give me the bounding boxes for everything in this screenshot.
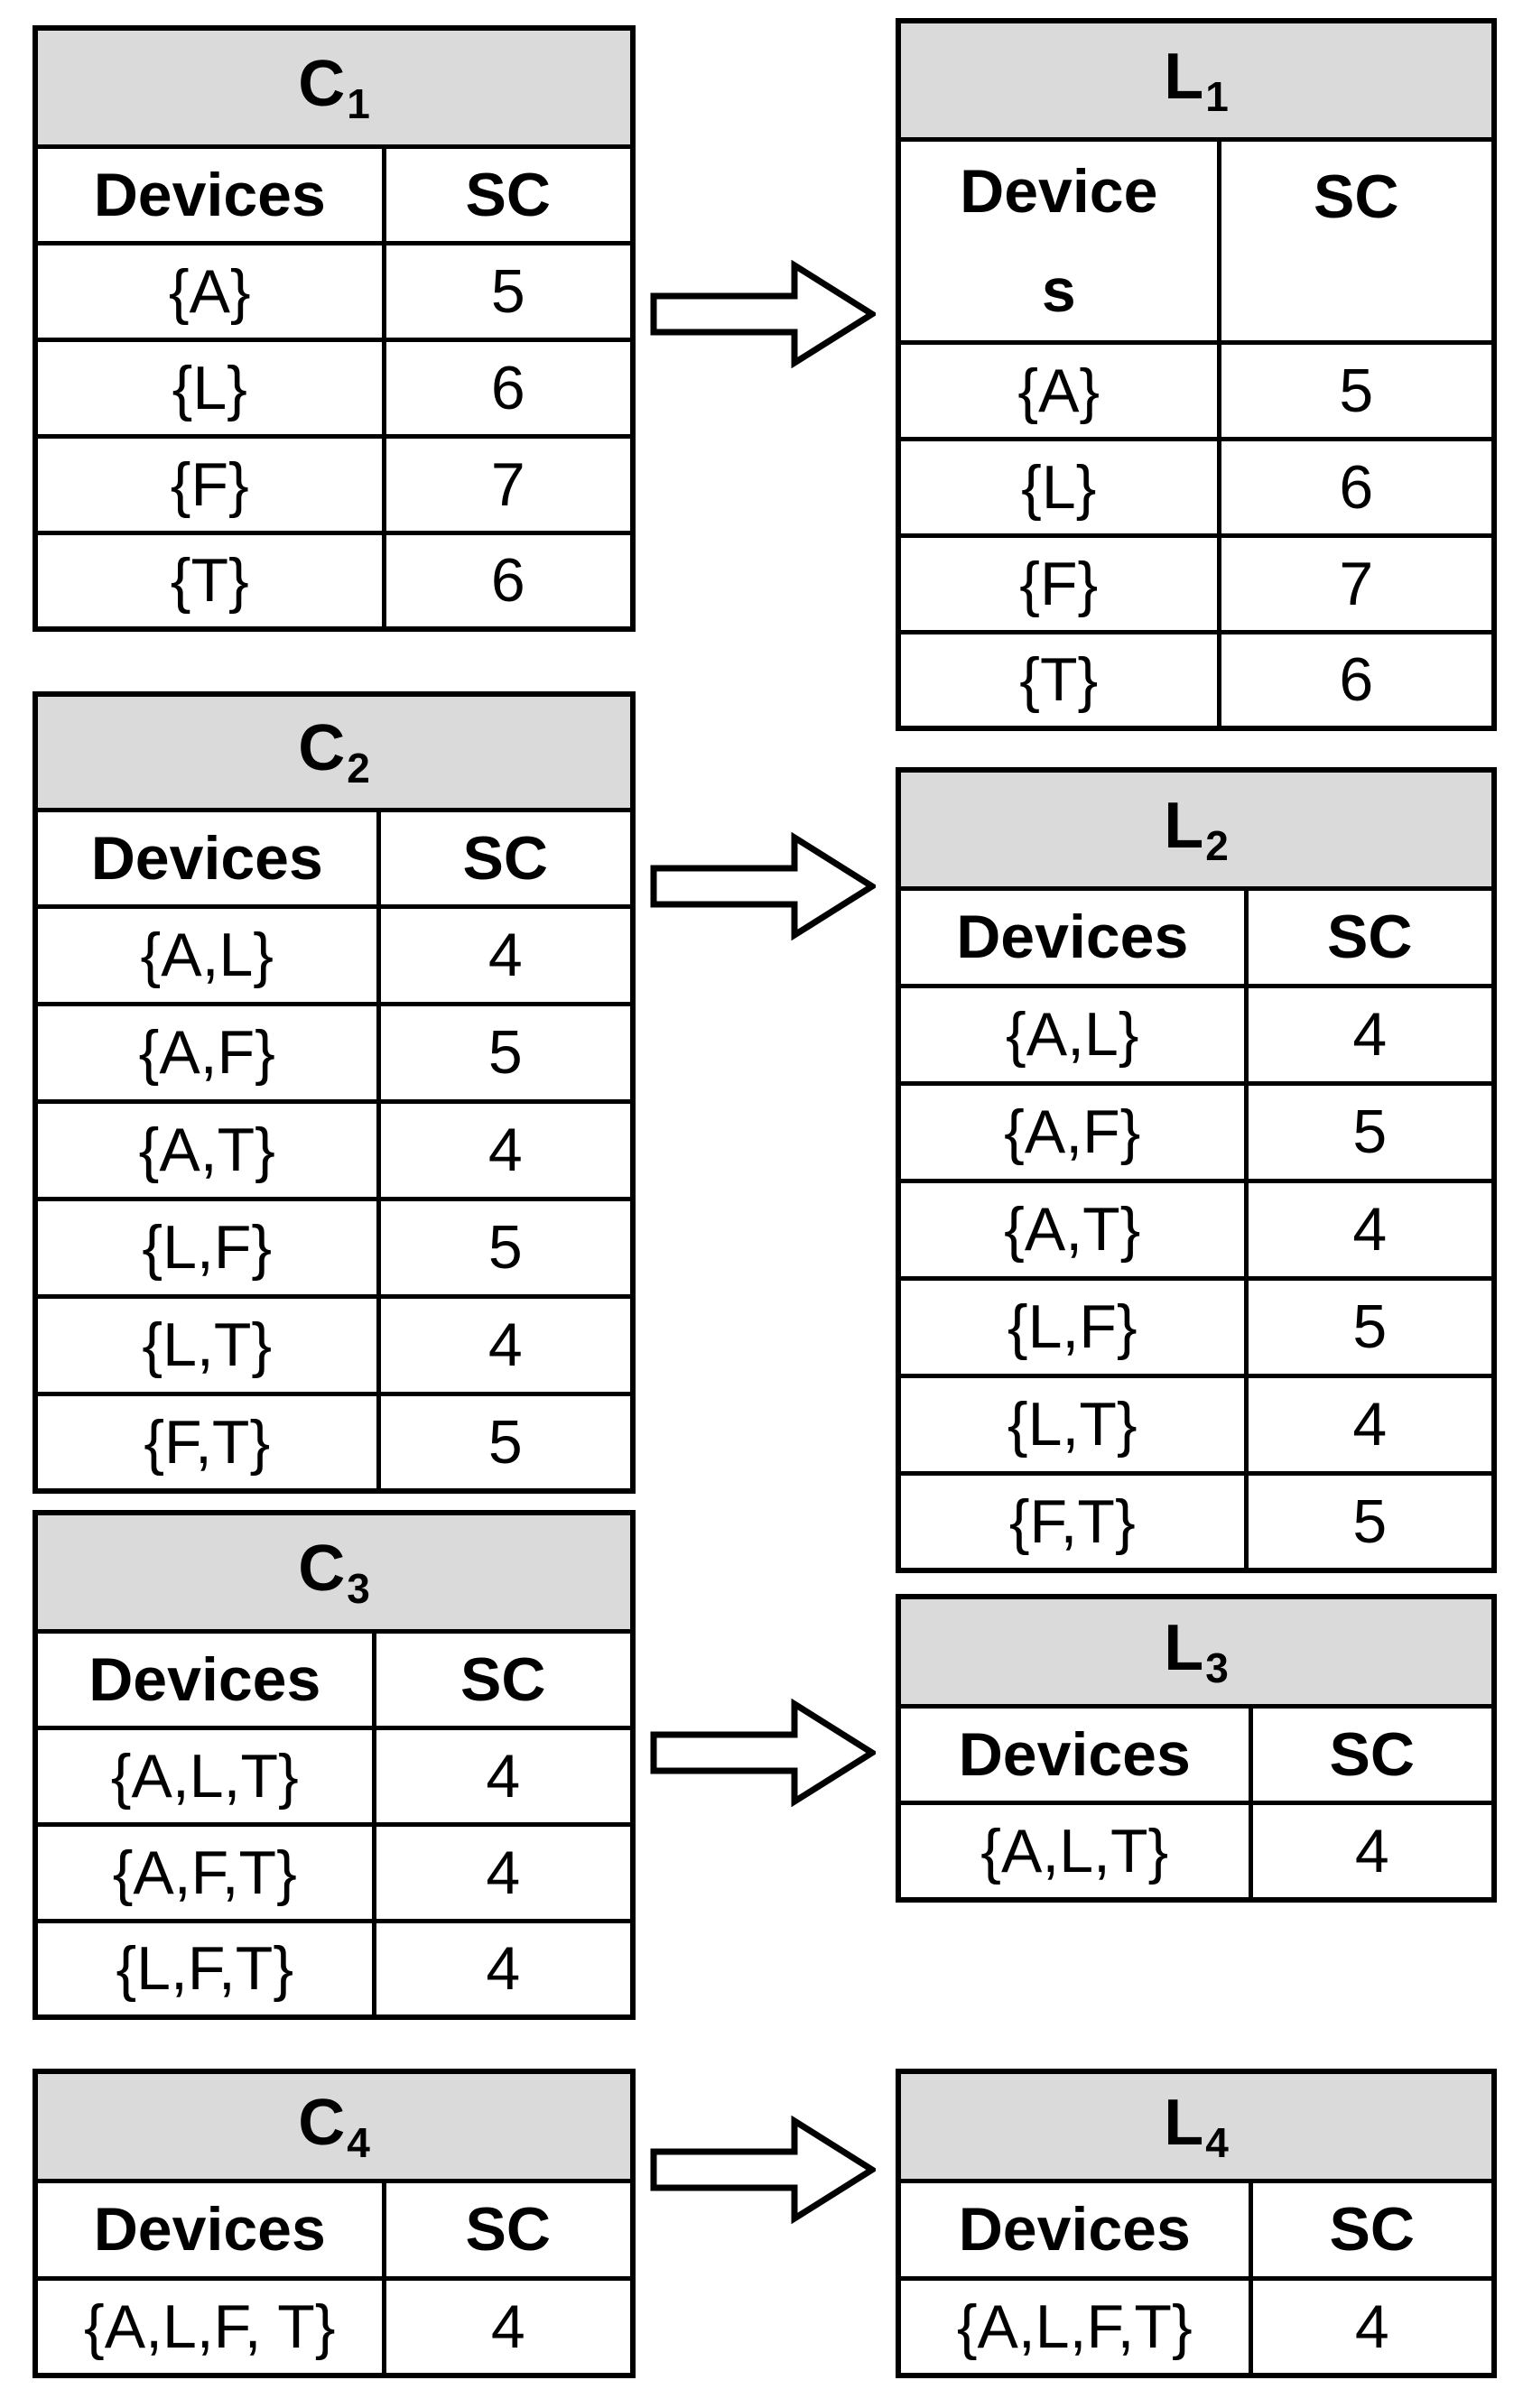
- table-title-c1: C1: [33, 25, 636, 149]
- support-count-cell: 6: [1216, 436, 1497, 538]
- device-set-cell: {A,L,T}: [33, 1725, 376, 1827]
- table-l3: L3 Devices SC {A,L,T}4: [896, 1594, 1498, 1903]
- column-header-sc: SC: [1216, 136, 1497, 345]
- device-set-cell: {T}: [33, 530, 386, 632]
- support-count-cell: 4: [371, 1725, 636, 1827]
- column-header-devices: Devices: [33, 1628, 376, 1730]
- device-set-cell: {A,T}: [33, 1098, 381, 1201]
- support-count-cell: 4: [1243, 1373, 1497, 1476]
- device-set-cell: {A,L}: [33, 903, 381, 1006]
- device-set-cell: {A,L}: [896, 983, 1249, 1086]
- table-title-c2: C2: [33, 691, 636, 812]
- column-header-devices: Devices: [896, 885, 1249, 988]
- support-count-cell: 4: [376, 1098, 636, 1201]
- column-header-sc: SC: [371, 1628, 636, 1730]
- support-count-cell: 7: [381, 433, 636, 535]
- column-header-devices: Devices: [33, 144, 386, 245]
- column-header-sc: SC: [381, 144, 636, 245]
- support-count-cell: 4: [376, 903, 636, 1006]
- column-header-sc: SC: [1243, 885, 1497, 988]
- table-c2: C2 Devices SC {A,L}4 {A,F}5 {A,T}4 {L,F}…: [33, 691, 636, 1494]
- device-set-cell: {L,T}: [33, 1293, 381, 1396]
- device-set-cell: {F,T}: [896, 1470, 1249, 1573]
- column-header-devices: Devices: [896, 1703, 1253, 1805]
- device-set-cell: {A,F}: [33, 1001, 381, 1104]
- support-count-cell: 5: [376, 1196, 636, 1299]
- device-set-cell: {L,F,T}: [33, 1918, 376, 2020]
- support-count-cell: 6: [1216, 629, 1497, 731]
- column-header-devices: Devices: [33, 807, 381, 909]
- support-count-cell: 4: [1248, 1800, 1497, 1903]
- right-arrow-icon: [650, 832, 876, 940]
- column-header-devices: Devices: [33, 2178, 386, 2281]
- support-count-cell: 7: [1216, 533, 1497, 634]
- device-set-cell: {F}: [33, 433, 386, 535]
- support-count-cell: 4: [1243, 983, 1497, 1086]
- support-count-cell: 4: [376, 1293, 636, 1396]
- column-header-sc: SC: [381, 2178, 636, 2281]
- support-count-cell: 4: [371, 1918, 636, 2020]
- support-count-cell: 4: [1248, 2275, 1497, 2378]
- table-c4: C4 Devices SC {A,L,F, T}4: [33, 2069, 636, 2378]
- column-header-sc: SC: [376, 807, 636, 909]
- device-set-cell: {A,T}: [896, 1178, 1249, 1281]
- support-count-cell: 5: [376, 1001, 636, 1104]
- support-count-cell: 4: [1243, 1178, 1497, 1281]
- table-title-c4: C4: [33, 2069, 636, 2183]
- device-set-cell: {T}: [896, 629, 1221, 731]
- device-set-cell: {L}: [896, 436, 1221, 538]
- device-set-cell: {A}: [896, 339, 1221, 441]
- column-header-devices: Devices: [896, 2178, 1253, 2281]
- support-count-cell: 6: [381, 337, 636, 439]
- table-title-l2: L2: [896, 767, 1497, 891]
- table-title-l1: L1: [896, 18, 1497, 142]
- table-title-l3: L3: [896, 1594, 1497, 1709]
- device-set-cell: {L,F}: [896, 1275, 1249, 1378]
- support-count-cell: 4: [381, 2275, 636, 2378]
- device-set-cell: {A,F,T}: [33, 1821, 376, 1923]
- device-set-cell: {A,L,T}: [896, 1800, 1253, 1903]
- device-set-cell: {A,F}: [896, 1080, 1249, 1183]
- device-set-cell: {F}: [896, 533, 1221, 634]
- support-count-cell: 5: [376, 1391, 636, 1494]
- support-count-cell: 4: [371, 1821, 636, 1923]
- table-title-c3: C3: [33, 1510, 636, 1634]
- table-c3: C3 Devices SC {A,L,T}4 {A,F,T}4 {L,F,T}4: [33, 1510, 636, 2020]
- support-count-cell: 5: [1243, 1275, 1497, 1378]
- device-set-cell: {L,T}: [896, 1373, 1249, 1476]
- table-c1: C1 Devices SC {A}5 {L}6 {F}7 {T}6: [33, 25, 636, 632]
- device-set-cell: {F,T}: [33, 1391, 381, 1494]
- support-count-cell: 5: [381, 240, 636, 342]
- right-arrow-icon: [650, 2116, 876, 2224]
- table-l2: L2 Devices SC {A,L}4 {A,F}5 {A,T}4 {L,F}…: [896, 767, 1498, 1573]
- device-set-cell: {A,L,F, T}: [33, 2275, 386, 2378]
- support-count-cell: 5: [1216, 339, 1497, 441]
- support-count-cell: 5: [1243, 1470, 1497, 1573]
- right-arrow-icon: [650, 1699, 876, 1807]
- column-header-sc: SC: [1248, 1703, 1497, 1805]
- column-header-sc: SC: [1248, 2178, 1497, 2281]
- device-set-cell: {A,L,F,T}: [896, 2275, 1253, 2378]
- right-arrow-icon: [650, 260, 876, 368]
- device-set-cell: {L}: [33, 337, 386, 439]
- table-title-l4: L4: [896, 2069, 1497, 2183]
- support-count-cell: 6: [381, 530, 636, 632]
- support-count-cell: 5: [1243, 1080, 1497, 1183]
- device-set-cell: {A}: [33, 240, 386, 342]
- table-l4: L4 Devices SC {A,L,F,T}4: [896, 2069, 1498, 2378]
- device-set-cell: {L,F}: [33, 1196, 381, 1299]
